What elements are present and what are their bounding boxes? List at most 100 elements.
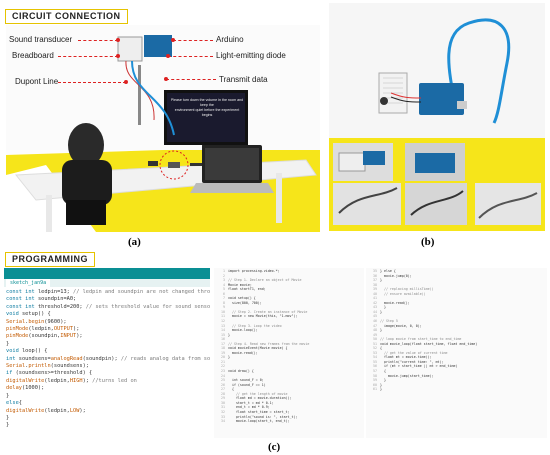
code-line: 43 } [373, 305, 386, 310]
code-line: const int ledpin=13; // ledpin and sound… [6, 289, 210, 295]
hardware-photos [329, 3, 545, 225]
code-line: 35} else { [373, 269, 396, 273]
caption-b: (b) [421, 236, 435, 248]
code-line: 32 float start_time = start_t; [221, 409, 290, 414]
caption-c: (c) [268, 441, 281, 453]
code-line: 41 [373, 296, 377, 301]
code-line: 14 movie.loop(); [221, 328, 258, 333]
code-line: Serial.println(soundsens); [6, 363, 89, 370]
code-line: 40 // ensure available() [373, 291, 426, 296]
monitor-text-line-2: environment quiet before the experiment … [174, 108, 240, 117]
leader-arduino [173, 40, 213, 41]
code-line: 59 } [373, 378, 386, 383]
code-line: 55 println("current time: ", mt); [373, 359, 444, 364]
code-line: const int soundpin=A0; [6, 296, 77, 303]
dot-sound-transducer [116, 38, 120, 42]
code-line: 15} [221, 332, 230, 337]
code-line: digitalWrite(ledpin,HIGH); //turns led o… [6, 377, 137, 384]
code-line: delay(1000); [6, 385, 45, 392]
circuit-photo-panel: Please turn down the volume in the room … [6, 25, 320, 232]
circuit-connection-header: CIRCUIT CONNECTION [5, 9, 128, 24]
caption-a: (a) [128, 236, 141, 248]
code-line: } [6, 392, 10, 399]
code-line: 54 float mt = movie.time(); [373, 355, 432, 360]
code-line: 37} [373, 278, 382, 283]
label-arduino: Arduino [216, 35, 244, 44]
code-line: 13 // Step 3. Loop the video [221, 323, 282, 328]
arduino-ide-editor: sketch_jan9a const int ledpin=13; // led… [4, 268, 210, 440]
code-line: 49 [373, 332, 377, 337]
programming-panel: sketch_jan9a const int ledpin=13; // led… [4, 268, 547, 440]
code-line: pinMode(ledpin,OUTPUT); [6, 326, 80, 333]
lab-setup-illustration [6, 25, 320, 232]
code-line: if (soundsens>=threshold) { [6, 370, 93, 377]
code-line: 29 float md = movie.duration(); [221, 396, 292, 401]
code-line: 31 end_t = md * 0.9; [221, 405, 270, 410]
dot-dupont-line [124, 80, 128, 84]
programming-header: PROGRAMMING [5, 252, 95, 267]
code-line: else{ [6, 400, 22, 407]
code-line: const int threshold=200; // sets thresho… [6, 303, 210, 310]
code-line: 11 movie = new Movie(this, "1.mov"); [221, 314, 298, 319]
code-line: 60} [373, 382, 382, 387]
code-line: 2 [223, 273, 225, 278]
code-line: digitalWrite(ledpin,LOW); [6, 407, 86, 414]
code-line: } [6, 422, 10, 429]
leader-led [168, 56, 213, 57]
code-line: int soundsens=analogRead(soundpin); // r… [6, 355, 210, 362]
code-line: 24 [221, 373, 225, 378]
hardware-photo-panel [329, 3, 545, 231]
label-dupont-line: Dupont Line [15, 77, 59, 86]
code-line: 47 image(movie, 0, 0); [373, 323, 422, 328]
code-line: 27 { [221, 387, 234, 392]
code-line: } [6, 414, 10, 421]
code-line: 20} [221, 355, 230, 360]
code-line: 53 // get the value of current time [373, 350, 448, 355]
code-line: 8 size(800, 700); [223, 300, 262, 305]
code-line: 38 [373, 282, 377, 287]
code-line: 6 [223, 291, 225, 296]
label-light-emitting-diode: Light-emitting diode [216, 51, 286, 60]
code-line: 56 if (mt > start_time || mt > end_time) [373, 364, 458, 369]
sketch-tab[interactable]: sketch_jan9a [6, 279, 51, 287]
code-line: 25 int sound_F = 0; [221, 378, 264, 383]
code-line: 30 start_t = md * 0.1; [221, 400, 274, 405]
leader-breadboard [58, 56, 118, 57]
code-line: 52{ [373, 346, 382, 351]
code-line: 16 [221, 337, 225, 342]
label-sound-transducer: Sound transducer [9, 35, 73, 44]
code-line: 26 if (sound_F == 1) [221, 382, 266, 387]
code-line: 19 movie.read(); [221, 350, 258, 355]
code-line: 33 println("sound is: ", start_t); [221, 414, 298, 419]
code-line: 21 [221, 359, 225, 364]
label-transmit-data: Transmit data [219, 75, 268, 84]
code-line: pinMode(soundpin,INPUT); [6, 333, 83, 340]
code-line: 57 { [373, 369, 386, 374]
dot-breadboard [116, 54, 120, 58]
code-line: 42 movie.read(); [373, 300, 410, 305]
leader-sound-transducer [78, 40, 118, 41]
arduino-tab-bar: sketch_jan9a [4, 279, 210, 287]
code-line: Serial.begin(9600); [6, 318, 67, 325]
code-line: void setup() { [6, 311, 51, 318]
code-line: } [6, 340, 10, 347]
code-line: 45 [373, 314, 377, 319]
code-line: 3// Step 1. Declare an object of Movie [223, 278, 302, 283]
code-line: 44} [373, 309, 382, 314]
leader-transmit [166, 79, 216, 80]
leader-dupont-line [58, 82, 126, 83]
code-line: 61} [373, 387, 382, 392]
code-line: 17// Step 4. Read new frames from the mo… [221, 341, 310, 346]
code-line: 9 [223, 305, 225, 310]
